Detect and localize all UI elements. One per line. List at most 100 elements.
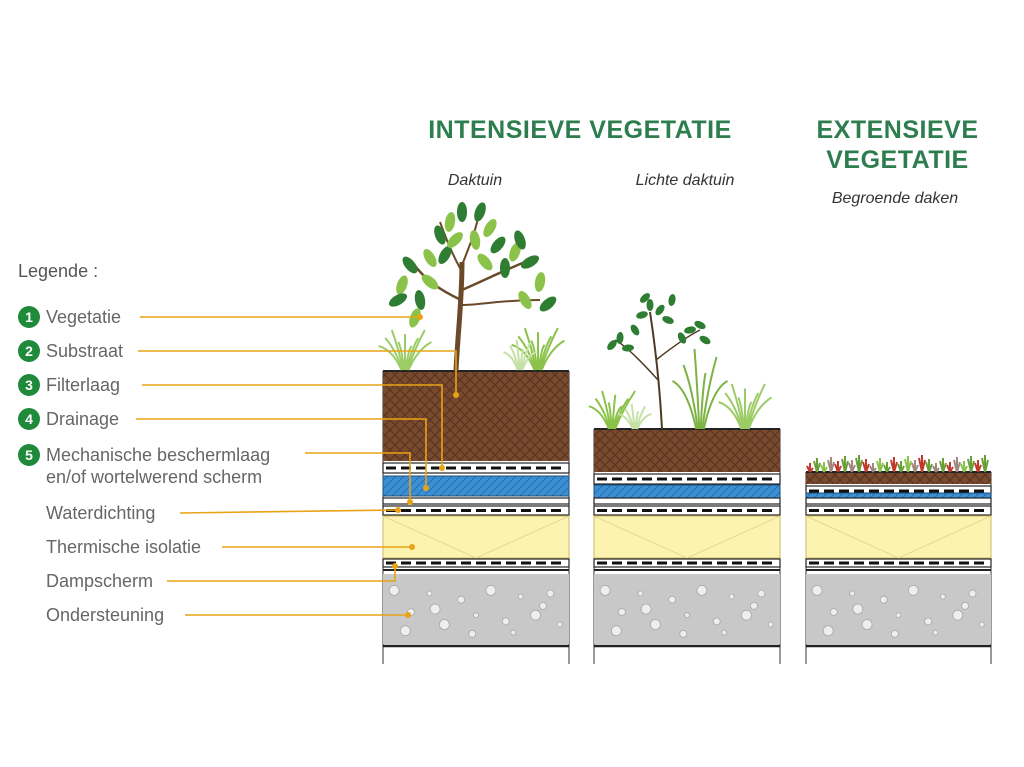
pebble	[924, 617, 932, 626]
legend-item-dampscherm: Dampscherm	[18, 570, 153, 592]
leaf	[421, 274, 439, 290]
grass-blade	[635, 406, 646, 430]
sedum-sprig	[897, 461, 905, 473]
sedum-sprig	[890, 457, 898, 473]
pebble	[517, 593, 524, 600]
leaf	[414, 290, 426, 310]
legend-label: Vegetatie	[46, 307, 122, 327]
leader-waterdichting-dot	[395, 507, 401, 513]
leaf	[490, 236, 506, 254]
grass-blade	[747, 396, 772, 430]
pebble	[978, 621, 985, 628]
sedum-sprig	[904, 456, 912, 473]
pebble	[895, 612, 902, 619]
grass-blade	[397, 341, 406, 371]
subtitle-lichte-daktuin: Lichte daktuin	[635, 172, 735, 189]
sedum-sprig	[960, 461, 968, 473]
sedum-sprig	[806, 463, 814, 473]
leaf	[444, 212, 456, 232]
sedum-sprig	[820, 462, 828, 473]
leaf	[434, 225, 446, 245]
leader-ondersteuning-dot	[405, 612, 411, 618]
pebble	[961, 602, 969, 610]
leader-drainage-dot	[423, 485, 429, 491]
legend-item-waterdichting: Waterdichting	[18, 502, 155, 524]
pebble	[539, 602, 547, 610]
membrane-layer	[382, 497, 570, 505]
pebble	[861, 619, 873, 630]
badge-3: 3	[18, 374, 40, 396]
pebble	[429, 603, 441, 615]
grass-blade	[511, 343, 536, 371]
leaf	[500, 258, 510, 278]
grass-blade	[693, 348, 701, 430]
legend-label: Mechanische beschermlaag	[46, 445, 271, 465]
sedum-sprig	[827, 457, 835, 473]
pebble	[849, 590, 856, 597]
leaf	[668, 294, 676, 306]
leaf	[616, 332, 624, 344]
leader-thermische-isolatie-dot	[409, 544, 415, 550]
pebble	[618, 608, 626, 616]
plant-stem	[649, 311, 663, 430]
pebble	[741, 609, 752, 621]
membrane-layer	[805, 505, 992, 516]
grass-blade	[636, 413, 652, 430]
pebble	[679, 629, 688, 638]
grass-blade	[724, 392, 744, 430]
grass-blade	[384, 337, 404, 371]
leader-beschermlaag-dot	[407, 499, 413, 505]
leaf	[474, 202, 486, 222]
grass-blade	[634, 411, 640, 430]
pebble	[879, 595, 888, 604]
sedum-sprig	[869, 463, 877, 473]
tree-plant	[378, 202, 565, 372]
leaf	[457, 202, 467, 222]
grass-blade	[671, 380, 698, 430]
legend-label: Dampscherm	[46, 571, 154, 591]
leaf	[534, 272, 546, 292]
pebble	[649, 619, 661, 630]
grass-blade	[682, 364, 699, 430]
support-layer	[806, 574, 991, 644]
grass-blade	[521, 351, 537, 371]
pebble	[811, 585, 823, 596]
grass-blade	[630, 403, 636, 430]
grass-blade	[540, 339, 565, 371]
legend-title: Legende :	[18, 261, 99, 281]
grass-blade	[503, 351, 519, 371]
leaf	[518, 290, 532, 310]
insulation-hatch	[382, 515, 570, 559]
sedum-sprig	[939, 458, 947, 473]
leader-vegetatie-dot	[417, 314, 423, 320]
pebble	[852, 603, 864, 615]
badge-2: 2	[18, 340, 40, 362]
support-layer	[383, 574, 569, 644]
badge-4: 4	[18, 408, 40, 430]
grass-blade	[537, 344, 546, 371]
pebble	[696, 585, 708, 596]
pebble	[485, 585, 497, 596]
grass-blade	[607, 402, 613, 430]
leaf	[677, 332, 687, 344]
grass-blade	[588, 405, 610, 430]
grass-blade	[744, 401, 753, 430]
pebble	[473, 612, 479, 619]
membrane-layer	[805, 497, 992, 505]
legend-item-ondersteuning: Ondersteuning	[18, 604, 164, 626]
insulation-layer	[805, 515, 992, 559]
tree-branch	[461, 260, 526, 292]
leaf	[539, 296, 557, 312]
grass-blade	[611, 394, 617, 430]
grass-blade	[406, 329, 426, 371]
tree-trunk	[453, 261, 465, 372]
leaf	[447, 232, 463, 248]
grass-blade	[517, 335, 537, 371]
membrane-layer	[593, 497, 781, 505]
leader-waterdichting	[179, 509, 399, 514]
pebble	[952, 609, 964, 621]
grass-blade	[624, 408, 635, 430]
